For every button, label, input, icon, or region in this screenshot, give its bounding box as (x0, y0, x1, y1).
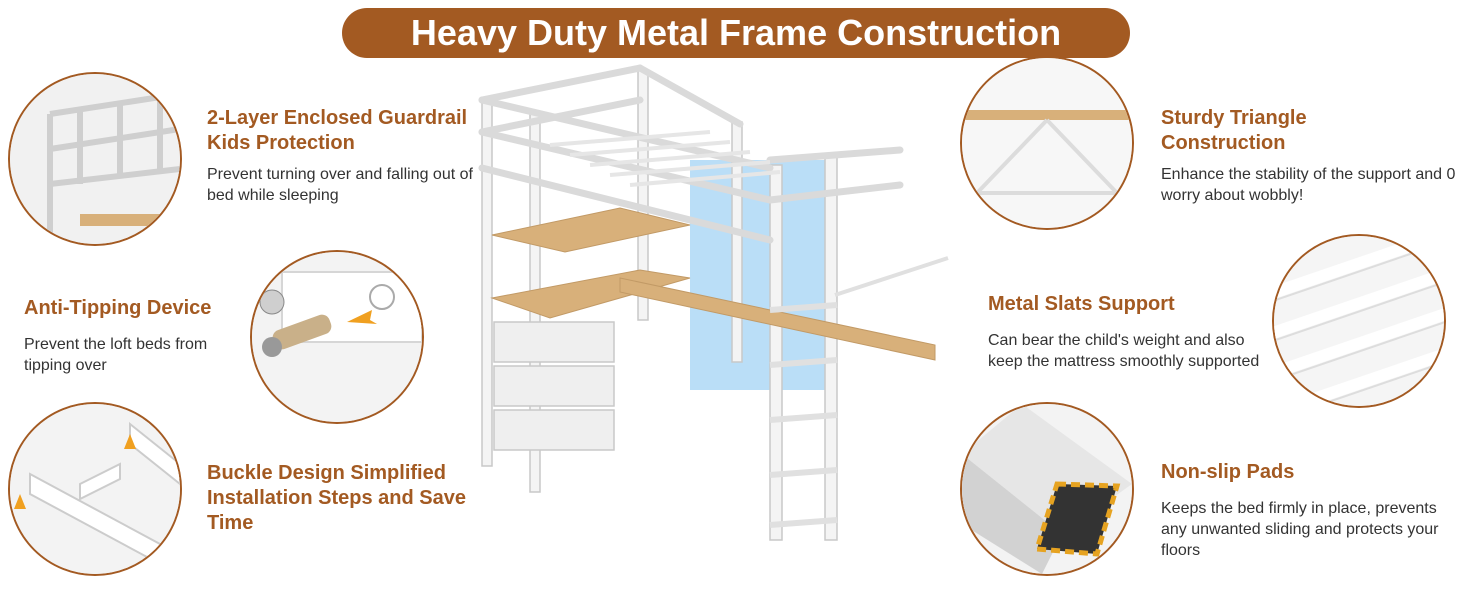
slats-feature-desc: Can bear the child's weight and also kee… (988, 332, 1260, 370)
triangle-feature-title: Sturdy Triangle Construction (1161, 107, 1307, 154)
loft-bed-illustration (470, 60, 960, 600)
anti-tipping-feature-desc: Prevent the loft beds from tipping over (24, 336, 208, 374)
page-title: Heavy Duty Metal Frame Construction (342, 8, 1130, 58)
buckle-closeup-image (8, 402, 182, 576)
loft-bed-icon (478, 64, 949, 541)
slats-feature-title: Metal Slats Support (988, 293, 1175, 315)
anti-tipping-feature-title: Anti-Tipping Device (24, 297, 212, 319)
guardrail-closeup-image (8, 72, 182, 246)
slats-closeup-image (1272, 234, 1446, 408)
bolt-icon (252, 252, 422, 422)
guardrail-feature-title: 2-Layer Enclosed Guardrail Kids Protecti… (207, 107, 468, 154)
buckle-icon (10, 404, 180, 574)
guardrail-feature-desc: Prevent turning over and falling out of … (207, 166, 473, 204)
slats-icon (1274, 236, 1444, 406)
triangle-closeup-image (960, 56, 1134, 230)
anti-tipping-closeup-image (250, 250, 424, 424)
pads-feature-desc: Keeps the bed firmly in place, prevents … (1161, 500, 1439, 559)
non-slip-pad-icon (962, 404, 1132, 574)
triangle-feature-desc: Enhance the stability of the support and… (1161, 166, 1456, 204)
pads-feature-title: Non-slip Pads (1161, 461, 1295, 483)
pads-closeup-image (960, 402, 1134, 576)
buckle-feature-title: Buckle Design Simplified Installation St… (207, 462, 466, 534)
triangle-brace-icon (962, 58, 1132, 228)
guardrail-icon (10, 74, 180, 244)
